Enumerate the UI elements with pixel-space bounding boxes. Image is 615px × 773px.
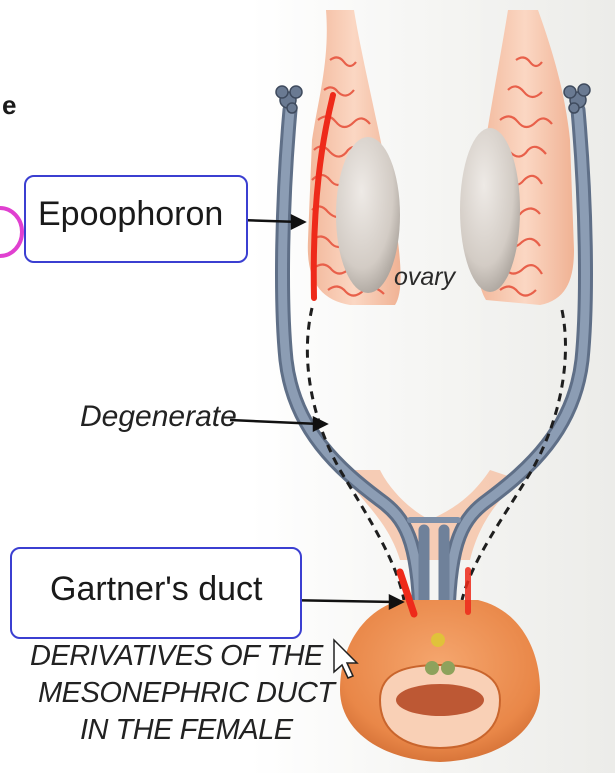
left-ovary [336,137,400,293]
caption-line-2: MESONEPHRIC DUCT [38,677,335,710]
slide-title-fragment: e [2,90,16,121]
degenerate-label: Degenerate [80,400,237,434]
caption-line-1: DERIVATIVES OF THE [30,640,323,673]
ovary-label: ovary [394,263,455,292]
caption-line-3: IN THE FEMALE [80,714,293,747]
gartners-duct-label: Gartner's duct [50,570,262,609]
right-ovary [460,128,520,292]
epoophoron-label: Epoophoron [38,195,223,234]
uterus [340,600,540,762]
